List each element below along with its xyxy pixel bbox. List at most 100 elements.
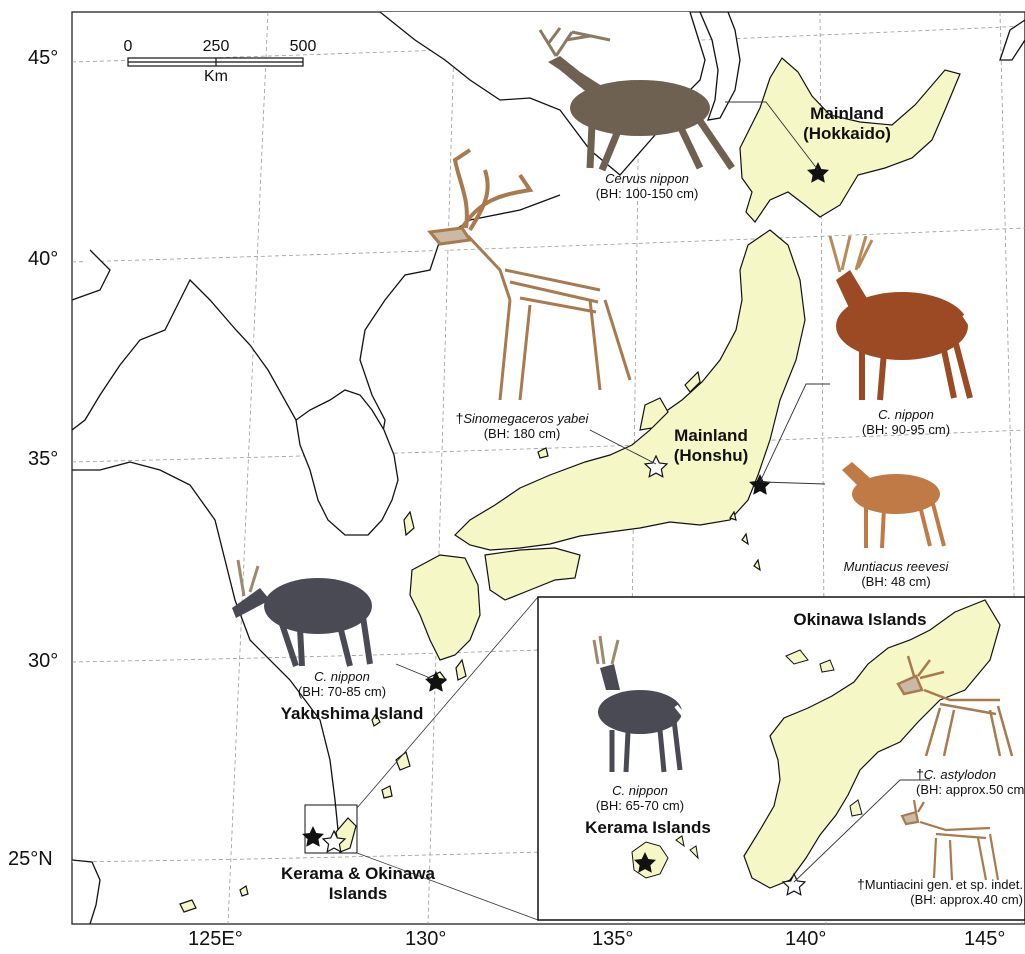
kerama-islet-2 <box>689 845 699 860</box>
species-bh-nippon-yakushima: (BH: 70-85 cm) <box>297 683 387 699</box>
species-bh-sinomegaceros: (BH: 180 cm) <box>483 425 561 441</box>
star-okinawa-fossil <box>321 829 347 853</box>
sado-island <box>684 370 701 393</box>
species-bh-muntiacini: (BH: approx.40 cm) <box>910 891 1023 907</box>
place-honshu: Mainland (Honshu) <box>656 426 766 465</box>
deer-nippon-honshu <box>828 235 976 401</box>
star-yakushima <box>425 671 447 692</box>
yaeyama-islet-1 <box>179 899 197 913</box>
inset-islet-3 <box>849 799 863 817</box>
species-name-nippon-kerama: C. nippon <box>612 783 668 798</box>
species-name-astylodon: C. astylodon <box>923 767 997 782</box>
species-name-sinomegaceros: Sinomegaceros yabei <box>463 411 589 426</box>
place-kerama-islands: Kerama Islands <box>585 818 711 837</box>
lat-label-35: 35° <box>28 448 59 470</box>
yaeyama-islet-2 <box>239 885 249 897</box>
species-bh-astylodon: (BH: approx.50 cm) <box>916 781 1025 797</box>
label-sinomegaceros: †Sinomegaceros yabei (BH: 180 cm) <box>442 410 602 442</box>
species-name-nippon-yakushima: C. nippon <box>314 669 370 684</box>
okinawa-main-island <box>743 599 1001 889</box>
lon-label-125: 125E° <box>188 928 243 950</box>
place-kerama-okinawa-line2: Islands <box>328 883 388 903</box>
lon-label-140: 140° <box>785 928 827 950</box>
lat-label-40: 40° <box>28 248 59 270</box>
inset-star-okinawa-fossil <box>781 872 807 896</box>
oki-island <box>537 447 549 459</box>
map-markers <box>302 162 829 853</box>
skeleton-muntiacini <box>900 799 1000 881</box>
place-hokkaido-line1: Mainland <box>810 104 884 123</box>
sakhalin-island <box>699 12 741 121</box>
china-coast <box>72 461 339 851</box>
skeleton-sinomegaceros <box>427 148 632 401</box>
species-bh-cervus: (BH: 100-150 cm) <box>595 185 699 201</box>
star-kerama <box>302 826 324 847</box>
label-muntiacus: Muntiacus reevesi (BH: 48 cm) <box>826 559 966 590</box>
hokkaido-island <box>739 57 961 223</box>
label-cervus-hokkaido: Cervus nippon (BH: 100-150 cm) <box>572 171 722 202</box>
place-yakushima: Yakushima Island <box>280 704 424 723</box>
species-name-nippon-honshu: C. nippon <box>878 407 934 422</box>
label-astylodon: †C. astylodon (BH: approx.50 cm) <box>916 766 1025 798</box>
species-name-muntiacini: Muntiacini gen. et sp. indet. <box>864 877 1023 892</box>
noto-peninsula <box>639 397 669 431</box>
inset-leader <box>793 779 930 883</box>
tanegashima <box>455 658 467 681</box>
place-hokkaido: Mainland (Hokkaido) <box>782 104 912 143</box>
label-nippon-kerama: C. nippon (BH: 65-70 cm) <box>580 783 700 814</box>
species-name-muntiacus: Muntiacus reevesi <box>843 559 949 574</box>
place-honshu-line1: Mainland <box>674 426 748 445</box>
star-honshu-fossil <box>643 454 669 478</box>
kerama-okinawa-locator-box <box>304 804 358 854</box>
dagger-astylodon: † <box>916 766 924 782</box>
ryukyu-islet-2 <box>371 712 381 727</box>
kuril-island <box>999 19 1025 61</box>
star-honshu-extant <box>749 474 771 495</box>
japan-landmass <box>179 57 961 913</box>
lon-label-135: 135° <box>592 928 634 950</box>
place-honshu-line2: (Honshu) <box>673 445 749 465</box>
place-kerama-okinawa: Kerama & Okinawa Islands <box>258 864 458 903</box>
taiwan-coast <box>72 859 101 924</box>
label-nippon-honshu: C. nippon (BH: 90-95 cm) <box>846 407 966 438</box>
scale-bar <box>127 57 304 67</box>
skeleton-astylodon <box>896 655 1014 757</box>
dagger-muntiacini: † <box>856 876 865 892</box>
lat-label-25: 25°N <box>8 848 53 870</box>
inset-islet-2 <box>819 659 835 673</box>
species-bh-muntiacus: (BH: 48 cm) <box>861 573 931 589</box>
lon-label-130: 130° <box>405 928 447 950</box>
deer-cervus-hokkaido <box>538 27 735 172</box>
izu-islet-3 <box>753 558 761 572</box>
ryukyu-islet-1 <box>381 785 393 799</box>
honshu-island <box>454 229 806 551</box>
species-bh-nippon-kerama: (BH: 65-70 cm) <box>595 797 685 813</box>
place-okinawa-islands: Okinawa Islands <box>793 610 927 629</box>
place-kerama-okinawa-line1: Kerama & Okinawa <box>280 864 435 883</box>
lat-label-30: 30° <box>28 650 59 672</box>
izu-islet-2 <box>741 532 749 546</box>
inset-islet-1 <box>785 649 809 665</box>
label-nippon-yakushima: C. nippon (BH: 70-85 cm) <box>282 669 402 700</box>
inset-star-kerama <box>634 852 656 873</box>
scale-unit: Km <box>204 68 228 85</box>
lat-label-45: 45° <box>28 47 59 69</box>
korea-peninsula <box>295 389 399 536</box>
okinawa-inset <box>537 596 1025 921</box>
deer-nippon-kerama <box>592 635 686 773</box>
leader-lines <box>395 101 830 679</box>
kerama-islet-1 <box>675 835 685 848</box>
inset-leader-lines <box>356 596 539 921</box>
shikoku-island <box>484 547 581 601</box>
label-muntiacini: †Muntiacini gen. et sp. indet. (BH: appr… <box>808 876 1023 908</box>
species-name-cervus: Cervus nippon <box>605 171 689 186</box>
scale-tick-500: 500 <box>289 38 317 55</box>
scale-tick-0: 0 <box>123 38 133 55</box>
dagger-sinomegaceros: † <box>455 410 464 426</box>
place-hokkaido-line2: (Hokkaido) <box>803 123 891 143</box>
species-bh-nippon-honshu: (BH: 90-95 cm) <box>861 421 951 437</box>
deer-nippon-yakushima <box>232 559 373 667</box>
scale-tick-250: 250 <box>202 38 230 55</box>
kyushu-island <box>409 554 481 661</box>
